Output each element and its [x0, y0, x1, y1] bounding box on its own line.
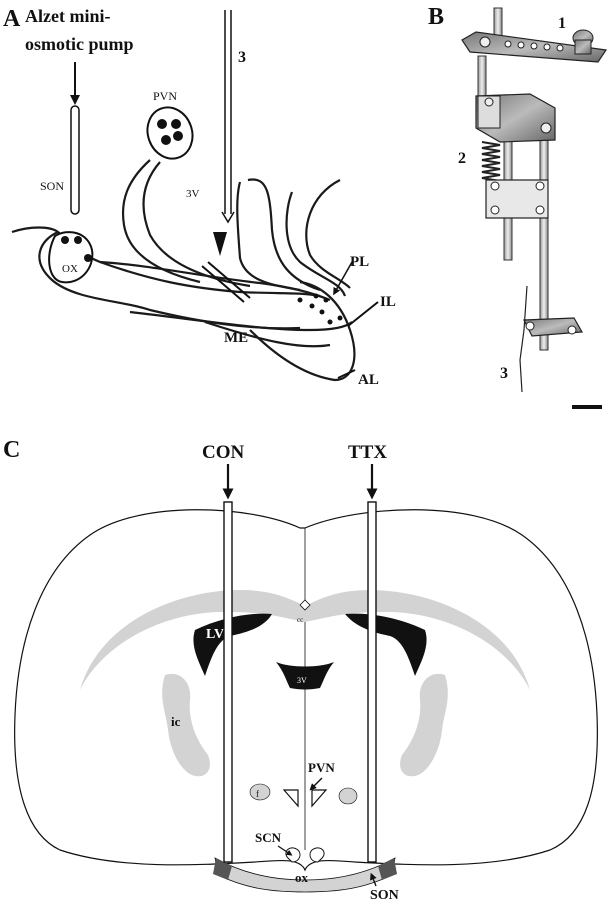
pvn-arrow-c [309, 777, 323, 791]
upper-block [475, 93, 556, 143]
son-left [213, 858, 232, 880]
pvn-label-c: PVN [308, 760, 335, 775]
internal-capsule-right [400, 673, 448, 777]
left-lateral-ventricle [193, 613, 272, 676]
injection-arrowhead [213, 232, 227, 256]
son-label-c: SON [370, 888, 399, 900]
ic-label: ic [171, 714, 181, 729]
pl-label: PL [350, 254, 369, 270]
fornix-right [338, 787, 358, 805]
part-3-label: 3 [500, 365, 508, 382]
top-bar-assembly [461, 29, 608, 63]
bottom-clamp [523, 317, 583, 337]
pvn-right-triangle [311, 789, 328, 808]
three-v-label-a: 3V [186, 188, 200, 200]
fornix-left [249, 783, 271, 801]
panel-b: B 1 2 [428, 4, 608, 409]
third-ventricle [276, 662, 334, 690]
right-lateral-ventricle [345, 613, 427, 676]
cc-marker [299, 599, 311, 611]
brain-outline [14, 509, 598, 872]
panel-a: A Alzet mini- osmotic pump SON PVN [3, 6, 396, 388]
part-2-label: 2 [458, 150, 466, 167]
probe-number-a: 3 [238, 49, 246, 66]
scn-label: SCN [255, 830, 282, 845]
pump-cannula [70, 105, 80, 215]
ox-label-c: ox [295, 870, 309, 885]
me-label: ME [224, 330, 248, 346]
cut-marks [201, 261, 251, 303]
hypothalamus-outline [11, 159, 356, 382]
pvn-left-triangle [282, 789, 299, 808]
terminal-dots [297, 293, 343, 325]
cc-label: cc [297, 616, 303, 624]
pl-arrow [333, 261, 353, 296]
il-pointer [347, 301, 379, 327]
con-label: CON [202, 442, 245, 463]
ttx-label: TTX [348, 442, 387, 463]
panel-c: C LV cc 3V ic f PVN SCN [3, 437, 598, 900]
son-right [378, 858, 397, 880]
spring [481, 141, 501, 182]
internal-capsule-left [162, 673, 210, 777]
son-arrow-c [370, 872, 377, 887]
main-rod [539, 127, 549, 351]
pvn-nucleus-a [146, 106, 194, 160]
scn-arrow [277, 845, 293, 856]
scale-bar-b [572, 405, 602, 409]
ttx-cannula [367, 501, 377, 863]
panel-c-letter: C [3, 437, 20, 463]
panel-b-letter: B [428, 4, 444, 30]
il-label: IL [380, 294, 396, 310]
three-v-label-c: 3V [297, 676, 307, 685]
con-cannula [223, 501, 233, 863]
pump-label-line1: Alzet mini- [25, 6, 110, 26]
pump-label-line2: osmotic pump [25, 34, 134, 54]
lower-block [485, 179, 549, 219]
scn-right [309, 847, 325, 863]
part-1-label: 1 [558, 15, 566, 32]
son-label-a: SON [40, 179, 64, 193]
al-pointer [337, 369, 356, 379]
optic-chiasm-a [48, 231, 94, 284]
ox-label-a: OX [62, 263, 78, 275]
al-label: AL [358, 372, 379, 388]
f-label: f [256, 789, 259, 799]
lv-label: LV [206, 627, 224, 642]
pvn-label-a: PVN [153, 89, 177, 103]
left-upper-rod [477, 55, 487, 97]
probe-line-a [221, 10, 235, 224]
needle [519, 285, 528, 393]
panel-a-letter: A [3, 6, 21, 32]
